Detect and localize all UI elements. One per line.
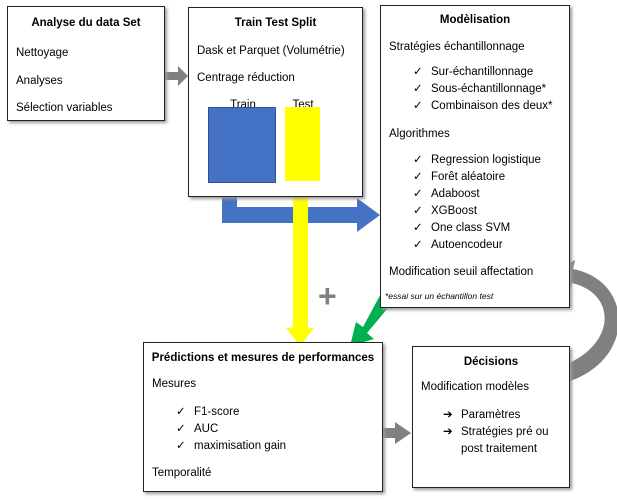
- arrow-right-icon: ➔: [443, 409, 453, 421]
- decisions-line: Modification modèles: [421, 381, 530, 393]
- algorithm-item: ✓Adaboost: [413, 188, 480, 200]
- section-temporalite: Temporalité: [152, 467, 212, 479]
- check-icon: ✓: [413, 239, 423, 251]
- box-analyse-data-set: Analyse du data Set Nettoyage Analyses S…: [7, 6, 165, 121]
- box-analyse-item: Analyses: [16, 75, 63, 87]
- algorithm-item: ✓Forêt aléatoire: [413, 171, 506, 183]
- arrow-analyse-to-split: [165, 66, 188, 86]
- check-icon: ✓: [413, 154, 423, 166]
- box-split-title: Train Test Split: [234, 17, 317, 29]
- footnote: *essai sur un échantillon test: [385, 291, 494, 301]
- arrow-right-icon: ➔: [443, 426, 453, 438]
- box-decisions-title: Décisions: [463, 356, 519, 368]
- measure-item: ✓AUC: [176, 423, 219, 435]
- plus-icon: +: [318, 278, 337, 314]
- decision-item-continuation: post traitement: [461, 443, 538, 455]
- check-icon: ✓: [413, 188, 423, 200]
- box-modelisation-title: Modèlisation: [439, 14, 511, 26]
- section-mesures: Mesures: [152, 378, 197, 390]
- check-icon: ✓: [176, 423, 186, 435]
- section-algorithmes: Algorithmes: [389, 128, 450, 140]
- box-train-test-split: Train Test Split Dask et Parquet (Volumé…: [188, 7, 363, 197]
- check-icon: ✓: [413, 222, 423, 234]
- measure-item: ✓maximisation gain: [176, 440, 287, 452]
- check-icon: ✓: [413, 171, 423, 183]
- check-icon: ✓: [413, 66, 423, 78]
- box-decisions: Décisions Modification modèles ➔Paramètr…: [412, 346, 570, 488]
- strategy-item: ✓Sous-échantillonnage*: [413, 83, 547, 95]
- test-block: [285, 107, 320, 181]
- section-strategies: Stratégies échantillonnage: [389, 41, 525, 53]
- decision-item: ➔Stratégies pré ou: [443, 426, 549, 438]
- section-seuil: Modification seuil affectation: [389, 266, 534, 278]
- box-predictions: Prédictions et mesures de performances M…: [143, 342, 383, 492]
- box-analyse-item: Sélection variables: [16, 102, 113, 114]
- box-split-line: Centrage réduction: [197, 72, 295, 84]
- check-icon: ✓: [176, 406, 186, 418]
- train-block: [208, 107, 276, 183]
- box-analyse-title: Analyse du data Set: [31, 17, 141, 29]
- strategy-item: ✓Sur-échantillonnage: [413, 66, 534, 78]
- box-predictions-title: Prédictions et mesures de performances: [151, 352, 375, 364]
- box-analyse-item: Nettoyage: [16, 47, 69, 59]
- algorithm-item: ✓XGBoost: [413, 205, 478, 217]
- arrow-decisions-to-modelisation: [548, 260, 617, 386]
- algorithm-item: ✓Regression logistique: [413, 154, 541, 166]
- measure-item: ✓F1-score: [176, 406, 240, 418]
- decision-item: ➔Paramètres: [443, 409, 521, 421]
- algorithm-item: ✓Autoencodeur: [413, 239, 503, 251]
- strategy-item: ✓Combinaison des deux*: [413, 100, 553, 112]
- box-split-line: Dask et Parquet (Volumétrie): [197, 45, 345, 57]
- check-icon: ✓: [176, 440, 186, 452]
- box-modelisation: Modèlisation Stratégies échantillonnage …: [380, 5, 570, 308]
- check-icon: ✓: [413, 83, 423, 95]
- arrow-test-to-predictions: [286, 182, 314, 346]
- arrow-predictions-to-decisions: [373, 422, 411, 444]
- check-icon: ✓: [413, 100, 423, 112]
- check-icon: ✓: [413, 205, 423, 217]
- algorithm-item: ✓One class SVM: [413, 222, 511, 234]
